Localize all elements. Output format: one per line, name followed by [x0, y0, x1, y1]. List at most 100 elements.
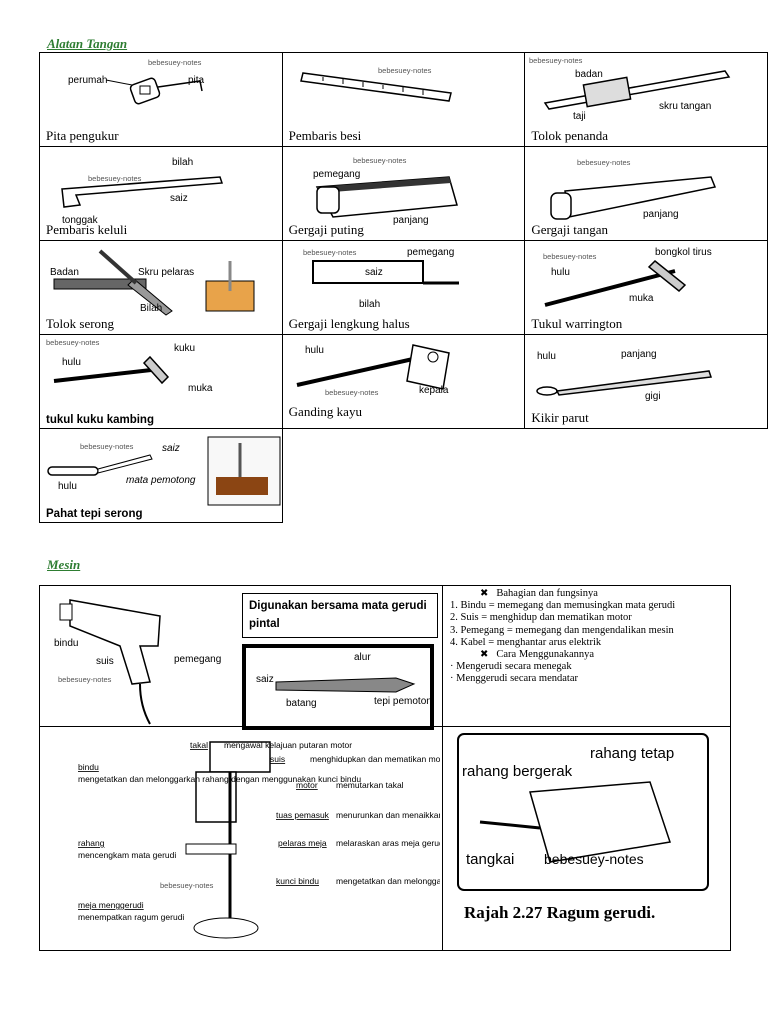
tool-cell-gergaji-lengkung-halus: bebesuey-notes pemegang saiz bilah Gerga…: [281, 240, 526, 335]
svg-text:bebesuey-notes: bebesuey-notes: [88, 174, 142, 183]
tool-name: Pembaris besi: [288, 128, 362, 143]
mallet-illustration: hulu kepala bebesuey-notes: [296, 344, 450, 397]
part-item: 4. Kabel = menghantar arus elektrik: [450, 636, 602, 648]
drill-info: ✖Bahagian dan fungsinya 1. Bindu = memeg…: [450, 588, 730, 686]
warrington-hammer-illustration: bebesuey-notes bongkol tirus hulu muka: [543, 247, 712, 307]
tool-cell-pita-pengukur: bebesuey-notes perumah pita Pita penguku…: [39, 52, 283, 147]
hand-tools-table: bebesuey-notes perumah pita Pita penguku…: [39, 52, 768, 523]
svg-text:taji: taji: [573, 111, 586, 122]
svg-text:bebesuey-notes: bebesuey-notes: [529, 56, 583, 65]
coping-saw-illustration: bebesuey-notes pemegang saiz bilah: [303, 247, 459, 310]
svg-text:mengetatkan dan melonggarkan r: mengetatkan dan melonggarkan rahang deng…: [78, 774, 361, 784]
svg-text:pemegang: pemegang: [407, 247, 454, 258]
tool-name: Pita pengukur: [46, 128, 119, 143]
drill-press-illustration: takal mengawal kelajuan putaran motor su…: [78, 740, 440, 939]
steel-rule-illustration: bebesuey-notes: [299, 66, 452, 102]
svg-text:rahang tetap: rahang tetap: [590, 745, 674, 762]
svg-text:Badan: Badan: [50, 267, 79, 278]
svg-text:rahang bergerak: rahang bergerak: [462, 763, 573, 780]
tool-name: Gergaji tangan: [531, 222, 608, 237]
parts-heading: ✖Bahagian dan fungsinya: [480, 588, 598, 599]
tool-name: Pembaris keluli: [46, 222, 128, 237]
svg-text:pemegang: pemegang: [174, 654, 221, 665]
svg-text:menurunkan dan menaikkan bindu: menurunkan dan menaikkan bindu: [336, 810, 440, 820]
sliding-bevel-illustration: Badan Skru pelaras Bilah: [50, 249, 255, 316]
tool-cell-gergaji-puting: bebesuey-notes pemegang panjang Gergaji …: [281, 146, 526, 241]
twist-drill-illustration: alur saiz batang tepi pemotong: [242, 644, 434, 730]
svg-text:alur: alur: [354, 652, 371, 663]
svg-text:Skru pelaras: Skru pelaras: [138, 267, 194, 278]
svg-text:hulu: hulu: [551, 267, 570, 278]
svg-text:muka: muka: [188, 383, 213, 394]
svg-text:bebesuey-notes: bebesuey-notes: [325, 388, 379, 397]
svg-text:menempatkan ragum gerudi: menempatkan ragum gerudi: [78, 912, 184, 922]
tool-cell-ganding-kayu: hulu kepala bebesuey-notes Ganding kayu: [281, 334, 526, 429]
hand-saw-illustration: bebesuey-notes panjang: [550, 158, 717, 220]
claw-hammer-illustration: bebesuey-notes kuku hulu muka: [46, 338, 213, 394]
svg-text:bebesuey-notes: bebesuey-notes: [378, 66, 432, 75]
tool-name: Tolok serong: [46, 316, 115, 331]
svg-text:bebesuey-notes: bebesuey-notes: [148, 58, 202, 67]
tool-name: Pahat tepi serong: [46, 508, 143, 520]
tool-name: Tolok penanda: [531, 128, 609, 143]
svg-text:hulu: hulu: [62, 357, 81, 368]
svg-text:tonggak: tonggak: [62, 215, 99, 226]
tool-cell-gergaji-tangan: bebesuey-notes panjang Gergaji tangan: [524, 146, 768, 241]
tool-cell-pahat-tepi-serong: bebesuey-notes saiz hulu mata pemotong P…: [39, 428, 283, 523]
part-item: 3. Pemegang = memegang dan mengendalikan…: [450, 624, 674, 636]
svg-text:hulu: hulu: [58, 481, 77, 492]
svg-text:bindu: bindu: [54, 638, 78, 649]
svg-text:tepi pemotong: tepi pemotong: [374, 696, 430, 707]
tenon-saw-illustration: bebesuey-notes pemegang panjang: [313, 156, 458, 226]
usage-heading: ✖Cara Menggunakannya: [480, 649, 595, 661]
tool-cell-tukul-kuku-kambing: bebesuey-notes kuku hulu muka tukul kuku…: [39, 334, 283, 429]
svg-text:kunci bindu: kunci bindu: [276, 876, 319, 886]
svg-text:bindu: bindu: [78, 762, 99, 772]
svg-text:bebesuey-notes: bebesuey-notes: [46, 338, 100, 347]
tool-name: Kikir parut: [531, 410, 589, 425]
tool-name: tukul kuku kambing: [46, 414, 154, 426]
tool-name: Ganding kayu: [288, 404, 362, 419]
svg-text:bongkol tirus: bongkol tirus: [655, 247, 712, 258]
svg-text:tangkai: tangkai: [466, 851, 514, 868]
svg-text:Bilah: Bilah: [140, 303, 162, 314]
tool-cell-pembaris-besi: bebesuey-notes Pembaris besi: [281, 52, 526, 147]
tool-name: Gergaji lengkung halus: [288, 316, 410, 331]
hand-drill-illustration: bindu suis pemegang bebesuey-notes: [54, 599, 221, 725]
svg-text:bebesuey-notes: bebesuey-notes: [303, 248, 357, 257]
svg-text:hulu: hulu: [305, 345, 324, 356]
svg-text:panjang: panjang: [621, 349, 657, 360]
svg-text:Rajah 2.27 Ragum gerudi.: Rajah 2.27 Ragum gerudi.: [464, 903, 655, 922]
svg-text:melaraskan aras meja gerudi: melaraskan aras meja gerudi: [336, 838, 440, 848]
marking-gauge-illustration: bebesuey-notes badan skru tangan taji: [529, 56, 731, 122]
part-item: 1. Bindu = memegang dan memusingkan mata…: [450, 600, 676, 612]
svg-text:pemegang: pemegang: [313, 169, 360, 180]
machine-table: bindu suis pemegang bebesuey-notes Digun…: [39, 585, 731, 951]
svg-text:bebesuey-notes: bebesuey-notes: [58, 675, 112, 684]
svg-text:rahang: rahang: [78, 838, 105, 848]
svg-text:saiz: saiz: [162, 443, 180, 454]
svg-text:muka: muka: [629, 293, 654, 304]
svg-text:tuas pemasuk: tuas pemasuk: [276, 810, 330, 820]
svg-text:bilah: bilah: [172, 157, 193, 168]
svg-text:takal: takal: [190, 740, 208, 750]
svg-text:perumah: perumah: [68, 75, 107, 86]
svg-text:meja menggerudi: meja menggerudi: [78, 900, 144, 910]
usage-item: · Menggerudi secara mendatar: [450, 673, 578, 685]
svg-text:motor: motor: [296, 780, 318, 790]
svg-text:saiz: saiz: [365, 267, 383, 278]
try-square-illustration: bebesuey-notes bilah tonggak saiz: [61, 157, 224, 226]
svg-text:bebesuey-notes: bebesuey-notes: [577, 158, 631, 167]
tool-cell-tolok-penanda: bebesuey-notes badan skru tangan taji To…: [524, 52, 768, 147]
drill-bit-note: Digunakan bersama mata gerudi pintal: [242, 593, 438, 638]
svg-text:pita: pita: [188, 75, 205, 86]
svg-text:mata pemotong: mata pemotong: [126, 475, 196, 486]
svg-text:kuku: kuku: [174, 343, 195, 354]
svg-text:panjang: panjang: [393, 215, 429, 226]
svg-text:suis: suis: [270, 754, 285, 764]
svg-text:skru tangan: skru tangan: [659, 101, 711, 112]
usage-item: · Mengerudi secara menegak: [450, 661, 572, 673]
svg-text:bebesuey-notes: bebesuey-notes: [544, 851, 644, 867]
svg-text:bebesuey-notes: bebesuey-notes: [353, 156, 407, 165]
svg-text:saiz: saiz: [256, 674, 274, 685]
